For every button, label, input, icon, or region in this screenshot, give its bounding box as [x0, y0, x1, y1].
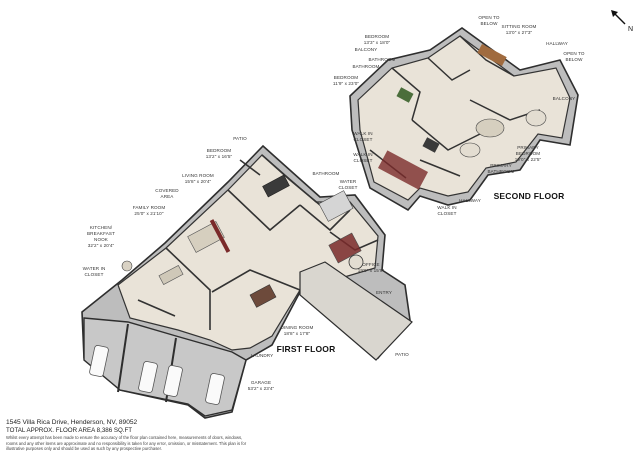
room-label: PATIO: [233, 136, 247, 141]
compass-letter: N: [628, 26, 633, 33]
room-label: PATIO: [395, 352, 409, 357]
room-label: BEDROOM: [334, 75, 359, 80]
floor-title: FIRST FLOOR: [277, 344, 336, 354]
room-label: WATER IN: [83, 266, 106, 271]
room-label: BEDROOM: [365, 34, 390, 39]
room-label: GARAGE: [251, 380, 271, 385]
room-dim: 19'0" x 15'9": [358, 268, 385, 273]
room-dim: 19'0" x 22'5": [515, 157, 542, 162]
room-label: WALK IN: [353, 152, 372, 157]
room-dim: 25'0" x 21'10": [134, 211, 163, 216]
disclaimer-text: Whilst every attempt has been made to en…: [6, 435, 247, 452]
room-label: KITCHEN/: [90, 225, 113, 230]
room-label: BALCONY: [355, 47, 378, 52]
room-label: LAUNDRY: [251, 353, 274, 358]
room-dim: 13'3" x 18'0": [364, 40, 391, 45]
room-dim: 32'2" x 20'4": [88, 243, 115, 248]
second-floor-labels: OPEN TO BELOW SITTING ROOM 13'0" x 27'3"…: [333, 15, 585, 216]
room-dim: 13'2" x 16'5": [206, 154, 233, 159]
second-floor-plan: [349, 27, 579, 212]
room-label: BATHROOM: [312, 171, 339, 176]
second-floor-interior: [357, 35, 571, 201]
room-label: CLOSET: [85, 272, 104, 277]
room-label: OPEN TO: [478, 15, 500, 20]
room-label: BATHROOM: [487, 169, 514, 174]
room-label: CLOSET: [354, 137, 373, 142]
room-dim: 53'2" x 23'4": [248, 386, 275, 391]
room-label: CLOSET: [339, 185, 358, 190]
room-label: PRIMARY: [517, 145, 539, 150]
first-floor-labels: PATIO BEDROOM 13'2" x 16'5" LIVING ROOM …: [83, 136, 409, 391]
room-label: CLOSET: [354, 158, 373, 163]
floor-title: SECOND FLOOR: [494, 191, 565, 201]
room-label: WATER: [340, 179, 357, 184]
room-label: BELOW: [480, 21, 498, 26]
room-label: CLOSET: [438, 211, 457, 216]
room-label: BALCONY: [553, 96, 576, 101]
room-dim: 18'8" x 17'8": [284, 331, 311, 336]
room-dim: 11'9" x 23'0": [333, 81, 359, 86]
room-label: ENTRY: [376, 290, 392, 295]
room-dim: AREA: [161, 194, 175, 199]
room-label: LIVING ROOM: [182, 173, 214, 178]
room-label: WALK IN: [437, 205, 456, 210]
property-address: 1545 Villa Rica Drive, Henderson, NV, 89…: [6, 419, 138, 426]
room-label: BEDROOM: [207, 148, 232, 153]
total-floor-area: TOTAL APPROX. FLOOR AREA 8,386 SQ.FT: [6, 427, 133, 434]
room-label: PRIMARY: [490, 163, 512, 168]
room-label: HALLWAY: [459, 198, 481, 203]
room-label: DINING ROOM: [281, 325, 314, 330]
room-label: BATHROOM: [352, 64, 379, 69]
first-floor-plan: [81, 144, 413, 419]
room-label: HALLWAY: [546, 41, 568, 46]
compass-icon: N: [611, 10, 633, 33]
room-label: BREAKFAST: [87, 231, 115, 236]
room-label: WALK IN: [353, 131, 372, 136]
first-floor-walls: [137, 154, 379, 330]
room-dim: 15'8" x 20'4": [185, 179, 212, 184]
garage-cars: [89, 345, 225, 405]
room-label: NOOK: [94, 237, 109, 242]
plan-footer: 1545 Villa Rica Drive, Henderson, NV, 89…: [6, 419, 346, 452]
room-dim: 13'0" x 27'3": [506, 30, 533, 35]
room-label: COVERED: [155, 188, 179, 193]
room-label: SITTING ROOM: [502, 24, 537, 29]
room-label: OFFICE: [362, 262, 379, 267]
room-label: BATHROOM: [368, 57, 395, 62]
room-label: BELOW: [565, 57, 583, 62]
room-label: OPEN TO: [563, 51, 585, 56]
room-label: FAMILY ROOM: [133, 205, 166, 210]
front-patio-slab: [299, 261, 413, 361]
room-label: BEDROOM: [516, 151, 541, 156]
